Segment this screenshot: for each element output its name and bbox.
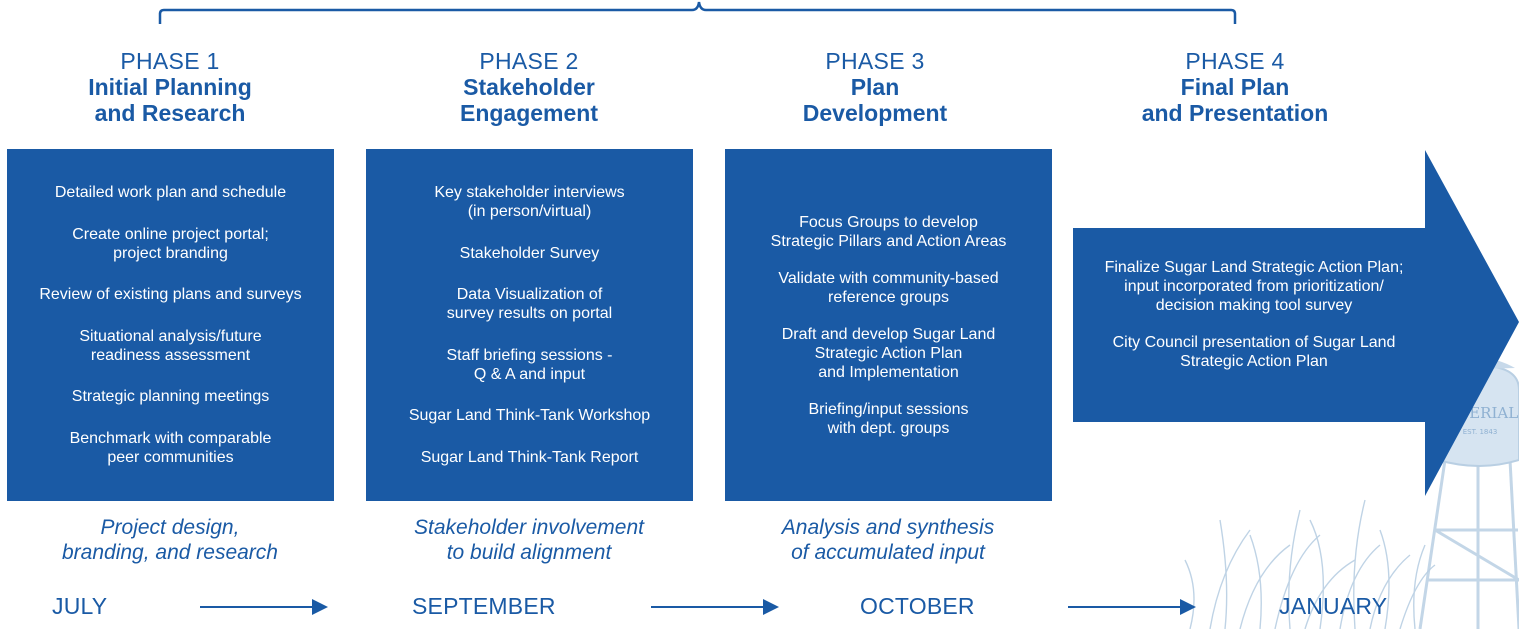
phase-3-summary: Analysis and synthesis of accumulated in…: [728, 515, 1048, 565]
task-item: Strategic planning meetings: [71, 388, 270, 406]
phase-number: PHASE 2: [479, 48, 579, 74]
phase-2-heading: PHASE 2 Stakeholder Engagement: [379, 48, 679, 126]
phase-title: Plan: [850, 74, 900, 100]
month-label: SEPTEMBER: [412, 593, 556, 619]
timeline-arrow: [651, 599, 779, 615]
phase-number: PHASE 3: [825, 48, 925, 74]
phase-4-content: Finalize Sugar Land Strategic Action Pla…: [1078, 258, 1430, 398]
phase-1-summary: Project design, branding, and research: [10, 515, 330, 565]
summary-line: of accumulated input: [791, 541, 985, 564]
phase-title: and Presentation: [1141, 100, 1329, 126]
summary-line: Stakeholder involvement: [414, 516, 644, 539]
task-item: Stakeholder Survey: [459, 244, 600, 262]
task-item: Briefing/input sessions with dept. group…: [808, 400, 969, 437]
summary-line: Project design,: [100, 516, 240, 539]
task-item: Focus Groups to develop Strategic Pillar…: [770, 213, 1007, 250]
task-item: City Council presentation of Sugar Land …: [1112, 334, 1396, 370]
phase-2-box: Key stakeholder interviews (in person/vi…: [366, 149, 693, 501]
summary-line: branding, and research: [62, 541, 278, 564]
phase-4-heading: PHASE 4 Final Plan and Presentation: [1085, 48, 1385, 126]
month-label: JANUARY: [1279, 593, 1388, 619]
task-item: Review of existing plans and surveys: [39, 286, 302, 304]
phase-title: Final Plan: [1180, 74, 1290, 100]
phase-number: PHASE 4: [1185, 48, 1285, 74]
phase-title: Engagement: [459, 100, 599, 126]
task-item: Sugar Land Think-Tank Workshop: [408, 407, 651, 425]
task-item: Detailed work plan and schedule: [54, 184, 287, 202]
phase-3-heading: PHASE 3 Plan Development: [725, 48, 1025, 126]
month-label: JULY: [52, 593, 108, 619]
task-item: Staff briefing sessions - Q & A and inpu…: [446, 346, 613, 383]
phase-number: PHASE 1: [120, 48, 220, 74]
task-item: Create online project portal; project br…: [72, 225, 269, 262]
task-item: Situational analysis/future readiness as…: [79, 327, 262, 364]
phase-3-box: Focus Groups to develop Strategic Pillar…: [725, 149, 1052, 501]
phase-title: Development: [802, 100, 948, 126]
summary-line: to build alignment: [446, 541, 612, 564]
summary-line: Analysis and synthesis: [781, 516, 995, 539]
phase-4-arrow: [1073, 150, 1519, 496]
task-item: Benchmark with comparable peer communiti…: [69, 429, 272, 466]
month-label: OCTOBER: [860, 593, 975, 619]
timeline-arrow: [1068, 599, 1196, 615]
phase-2-summary: Stakeholder involvement to build alignme…: [369, 515, 689, 565]
top-bracket: [158, 1, 1237, 24]
timeline-arrow: [200, 599, 328, 615]
phase-1-box: Detailed work plan and schedule Create o…: [7, 149, 334, 501]
task-item: Data Visualization of survey results on …: [446, 286, 613, 323]
task-item: Key stakeholder interviews (in person/vi…: [434, 184, 625, 221]
task-item: Draft and develop Sugar Land Strategic A…: [781, 325, 996, 381]
task-item: Sugar Land Think-Tank Report: [420, 448, 639, 466]
phase-title: and Research: [94, 100, 246, 126]
phase-1-heading: PHASE 1 Initial Planning and Research: [20, 48, 320, 126]
task-item: Finalize Sugar Land Strategic Action Pla…: [1104, 259, 1404, 314]
water-tower-sub: EST. 1843: [1463, 428, 1498, 436]
phase-title: Initial Planning: [88, 74, 252, 100]
task-item: Validate with community-based reference …: [778, 269, 999, 306]
phase-title: Stakeholder: [463, 74, 595, 100]
